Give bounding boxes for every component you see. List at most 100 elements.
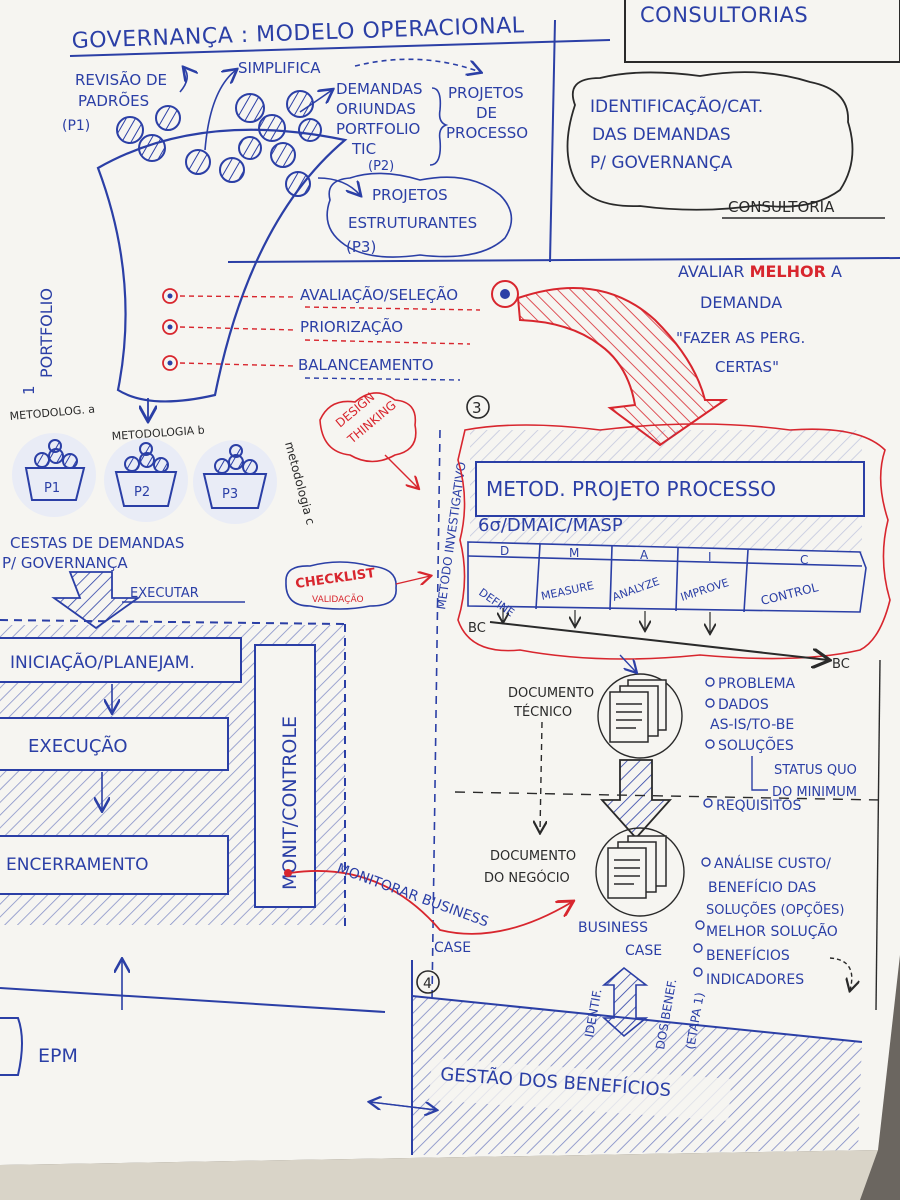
doc-negocio-line1: DOCUMENTO [490, 849, 576, 864]
bc-item-5: BENEFÍCIOS [706, 947, 790, 964]
dmaic-letter-d: D [500, 544, 509, 558]
dmaic-table [467, 541, 867, 613]
identificacao-line1: IDENTIFICAÇÃO/CAT. [590, 95, 763, 117]
business-case-circle [595, 827, 685, 917]
investigativo-divider [431, 429, 441, 1001]
item-requisitos: REQUISITOS [716, 798, 802, 814]
gestao-label-bg [429, 1058, 732, 1121]
baskets [24, 439, 268, 509]
red-curved-arrow [516, 287, 729, 447]
processo-line2: DE [476, 104, 497, 122]
metod-title-box [475, 461, 865, 517]
metod-title: METOD. PROJETO PROCESSO [486, 477, 776, 501]
identif-double-arrow [601, 966, 649, 1038]
avaliacao-target-outer [491, 280, 519, 308]
doc-tecnico-line1: DOCUMENTO [508, 686, 594, 701]
business-case-icon [607, 835, 667, 899]
funnel-shape [96, 128, 348, 403]
item-problema: PROBLEMA [718, 676, 796, 692]
doc-down-arrow [599, 759, 673, 840]
item-asis: AS-IS/TO-BE [710, 717, 794, 733]
bc-item-6: INDICADORES [706, 972, 804, 988]
monitorar-arrow [289, 870, 572, 935]
monit-box [254, 644, 316, 908]
revisao-line1: REVISÃO DE [75, 70, 167, 89]
execucao-box [0, 717, 229, 771]
execucao-label: EXECUÇÃO [28, 735, 128, 757]
identificacao-cloud [566, 71, 854, 211]
executar-arrow [51, 571, 141, 630]
revisao-line2: PADRÕES [78, 91, 149, 110]
estruturantes-cloud [326, 172, 513, 258]
demandas-arrow [299, 90, 332, 113]
demand-balls [116, 90, 322, 197]
band-line [227, 257, 900, 263]
bc-right-divider [875, 659, 881, 1011]
top-divider [549, 19, 556, 263]
demandas-line5: (P2) [368, 159, 394, 174]
item-solucoes: SOLUÇÕES [718, 737, 794, 754]
avaliar-highlight: MELHOR [750, 262, 826, 281]
doc-tecnico-items [703, 677, 715, 808]
doc-tecnico-circle [597, 673, 683, 759]
avaliar-line4: CERTAS" [715, 358, 779, 376]
doc-tecnico-line2: TÉCNICO [513, 704, 572, 720]
bc-item-4: MELHOR SOLUÇÃO [706, 923, 838, 940]
bottom-double-arrow-back [370, 1102, 437, 1111]
basket-p1-label: P1 [44, 481, 60, 496]
demandas-line3: PORTFOLIO [336, 120, 420, 138]
dashed-arrow-processo [354, 58, 480, 72]
portfolio-number: 1 [20, 385, 38, 395]
paper-fold-shadow [0, 1150, 878, 1200]
bc-item-1: ANÁLISE CUSTO/ [714, 855, 831, 872]
left-bottom-line [0, 987, 386, 1013]
design-thinking-cloud [319, 392, 417, 463]
design-thinking-arrow [384, 454, 418, 488]
business-case-line1: BUSINESS [578, 920, 648, 936]
iniciacao-box [0, 637, 242, 683]
step-priorizacao: PRIORIZAÇÃO [300, 317, 403, 336]
avaliar-suffix: A [831, 262, 842, 281]
indicadores-arrow [829, 957, 852, 990]
estruturantes-arrow [317, 177, 360, 195]
step4-circle [416, 970, 440, 994]
dmaic-letter-c: C [800, 553, 808, 567]
epm-database-icon [0, 1017, 23, 1076]
step-avaliacao: AVALIAÇÃO/SELEÇÃO [300, 285, 458, 304]
avaliar-block: AVALIAR MELHOR A DEMANDA "FAZER AS PERG.… [676, 262, 842, 376]
encerramento-label: ENCERRAMENTO [6, 855, 149, 875]
doc-tecnico-icon [609, 679, 667, 743]
metod-subtitle: 6σ/DMAIC/MASP [478, 515, 623, 536]
processo-line3: PROCESSO [446, 124, 528, 142]
dmaic-letter-i: I [708, 550, 712, 564]
basket-p1-halo [12, 433, 96, 517]
identificacao-line2: DAS DEMANDAS [592, 125, 731, 145]
basket-p2-halo [104, 438, 188, 522]
demandas-line4: TIC [351, 140, 376, 158]
demandas-line2: ORIUNDAS [336, 100, 416, 118]
iniciacao-label: INICIAÇÃO/PLANEJAM. [10, 651, 195, 673]
checklist-cloud [285, 561, 397, 610]
step3-circle [466, 395, 490, 419]
status-bracket [751, 756, 768, 791]
processo-bracket [429, 87, 449, 166]
validacao-label: VALIDAÇÃO [312, 594, 364, 605]
step-balanceamento: BALANCEAMENTO [298, 356, 434, 374]
cestas-line1: CESTAS DE DEMANDAS [10, 534, 184, 552]
bc-item-2: BENEFÍCIO DAS [708, 879, 816, 896]
dmaic-letter-m: M [569, 546, 579, 560]
simplifica-label: SIMPLIFICA [238, 59, 321, 77]
title-underline [69, 39, 611, 57]
bc-end: BC [832, 657, 850, 672]
checklist-arrow [395, 576, 430, 584]
bc-start: BC [468, 621, 486, 636]
encerramento-box [0, 835, 229, 895]
monitorar-line2: CASE [434, 940, 471, 956]
dmaic-down-arrows [503, 608, 710, 633]
step3-number: 3 [472, 399, 482, 417]
simplifica-arrow [204, 70, 236, 151]
project-zone-top [0, 619, 346, 625]
methodology-zone [457, 423, 891, 660]
doc-tecnico-arrow [619, 654, 636, 672]
dmaic-letter-a: A [640, 548, 649, 562]
